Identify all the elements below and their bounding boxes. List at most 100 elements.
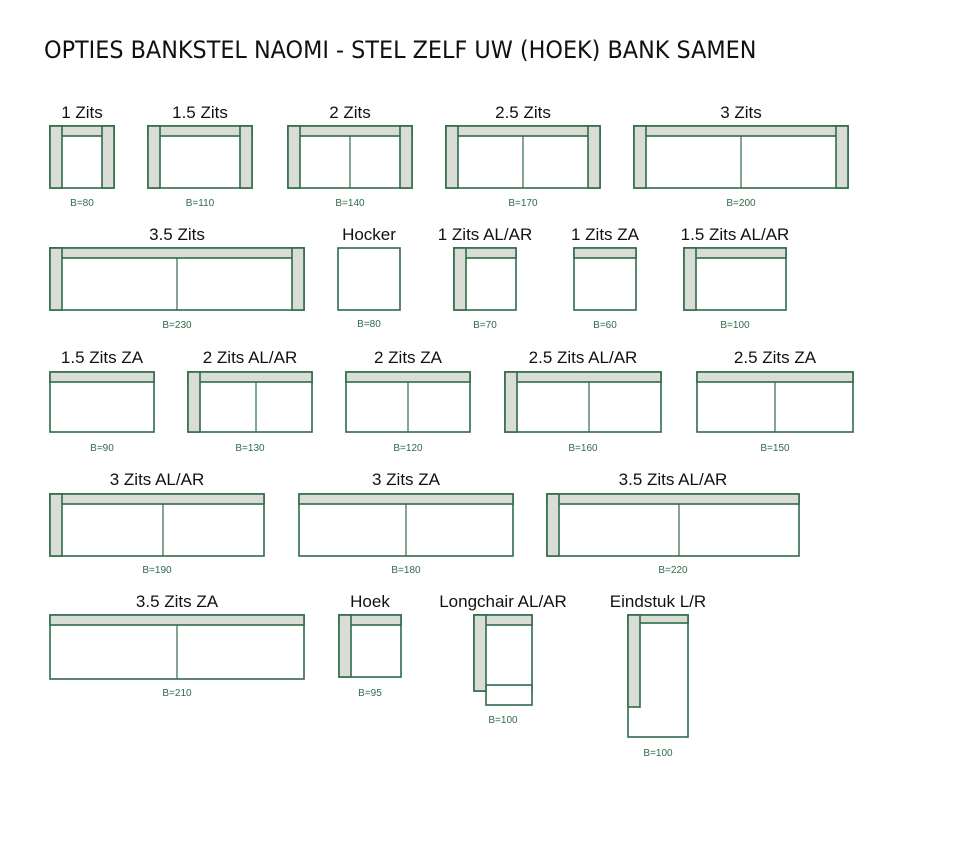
sofa-module: 2.5 Zits AL/AR B=160: [504, 348, 662, 454]
module-back: [546, 493, 800, 505]
module-arm: [473, 614, 487, 692]
module-back: [633, 125, 849, 137]
module-label: Longchair AL/AR: [439, 592, 567, 611]
module-footrest: [485, 684, 533, 706]
module-width: B=180: [391, 565, 421, 576]
sofa-module: 1 Zits AL/ARB=70: [438, 225, 532, 331]
module-arm-right: [587, 125, 601, 189]
module-back: [298, 493, 514, 505]
module-back: [49, 614, 305, 626]
module-back: [696, 371, 854, 383]
module-label: 1 Zits: [61, 103, 103, 122]
sofa-module: 2.5 Zits ZA B=150: [696, 348, 854, 454]
module-label: 3.5 Zits ZA: [136, 592, 219, 611]
module-back: [147, 125, 253, 137]
module-arm: [627, 614, 641, 708]
module-back: [345, 371, 471, 383]
module-width: B=80: [70, 198, 94, 209]
module-label: 3 Zits ZA: [372, 470, 441, 489]
sofa-module: Longchair AL/AR B=100: [439, 592, 567, 726]
sofa-module: Eindstuk L/R B=100: [610, 592, 706, 759]
module-back: [573, 247, 637, 259]
module-arm: [546, 493, 560, 557]
module-label: 3.5 Zits: [149, 225, 205, 244]
module-arm-right: [291, 247, 305, 311]
module-width: B=220: [658, 565, 688, 576]
module-width: B=100: [643, 748, 673, 759]
module-label: 1.5 Zits AL/AR: [681, 225, 790, 244]
module-label: 2 Zits: [329, 103, 371, 122]
sofa-module: 3 Zits ZA B=180: [298, 470, 514, 576]
page-title: OPTIES BANKSTEL NAOMI - STEL ZELF UW (HO…: [44, 36, 757, 64]
module-width: B=110: [186, 198, 215, 209]
module-arm-left: [49, 247, 63, 311]
module-back: [49, 371, 155, 383]
module-arm-right: [101, 125, 115, 189]
module-label: 3.5 Zits AL/AR: [619, 470, 728, 489]
module-label: Eindstuk L/R: [610, 592, 706, 611]
module-arm-left: [49, 125, 63, 189]
module-arm: [683, 247, 697, 311]
module-back: [287, 125, 413, 137]
module-arm-right: [399, 125, 413, 189]
sofa-module: 3.5 Zits ZA B=210: [49, 592, 305, 699]
module-label: 3 Zits: [720, 103, 762, 122]
module-width: B=100: [720, 320, 750, 331]
module-label: Hoek: [350, 592, 390, 611]
module-arm-left: [633, 125, 647, 189]
module-label: 2.5 Zits AL/AR: [529, 348, 638, 367]
module-width: B=210: [162, 688, 192, 699]
module-width: B=70: [473, 320, 497, 331]
sofa-module: 1.5 Zits ZA B=90: [49, 348, 155, 454]
module-back: [504, 371, 662, 383]
module-arm: [49, 493, 63, 557]
module-label: 1.5 Zits ZA: [61, 348, 144, 367]
module-arm-right: [835, 125, 849, 189]
module-label: 3 Zits AL/AR: [110, 470, 204, 489]
module-arm-left: [147, 125, 161, 189]
module-width: B=60: [593, 320, 617, 331]
module-width: B=100: [488, 715, 518, 726]
module-arm: [187, 371, 201, 433]
module-width: B=120: [393, 443, 423, 454]
sofa-module: 2 Zits AL/AR B=130: [187, 348, 313, 454]
module-label: 1 Zits ZA: [571, 225, 640, 244]
module-back: [49, 493, 265, 505]
sofa-module: 1 Zits ZA B=60: [571, 225, 640, 331]
module-width: B=90: [90, 443, 114, 454]
module-back: [683, 247, 787, 259]
module-arm-left: [445, 125, 459, 189]
module-width: B=170: [508, 198, 538, 209]
module-label: 2 Zits ZA: [374, 348, 443, 367]
sofa-module: 2 Zits ZA B=120: [345, 348, 471, 454]
module-label: 2 Zits AL/AR: [203, 348, 297, 367]
sofa-module: 1.5 Zits AL/AR B=100: [681, 225, 790, 331]
module-width: B=150: [760, 443, 790, 454]
module-arm: [453, 247, 467, 311]
module-width: B=230: [162, 320, 192, 331]
module-width: B=140: [335, 198, 365, 209]
module-back: [49, 247, 305, 259]
module-arm: [504, 371, 518, 433]
module-width: B=130: [235, 443, 265, 454]
module-arm: [338, 614, 352, 678]
module-back: [187, 371, 313, 383]
module-width: B=95: [358, 688, 382, 699]
module-body: [337, 247, 401, 311]
module-width: B=160: [568, 443, 598, 454]
module-width: B=200: [726, 198, 756, 209]
module-label: 1.5 Zits: [172, 103, 228, 122]
module-label: 2.5 Zits ZA: [734, 348, 817, 367]
module-arm-left: [287, 125, 301, 189]
module-width: B=190: [142, 565, 172, 576]
module-label: 2.5 Zits: [495, 103, 551, 122]
sofa-module: 3 Zits AL/AR B=190: [49, 470, 265, 576]
